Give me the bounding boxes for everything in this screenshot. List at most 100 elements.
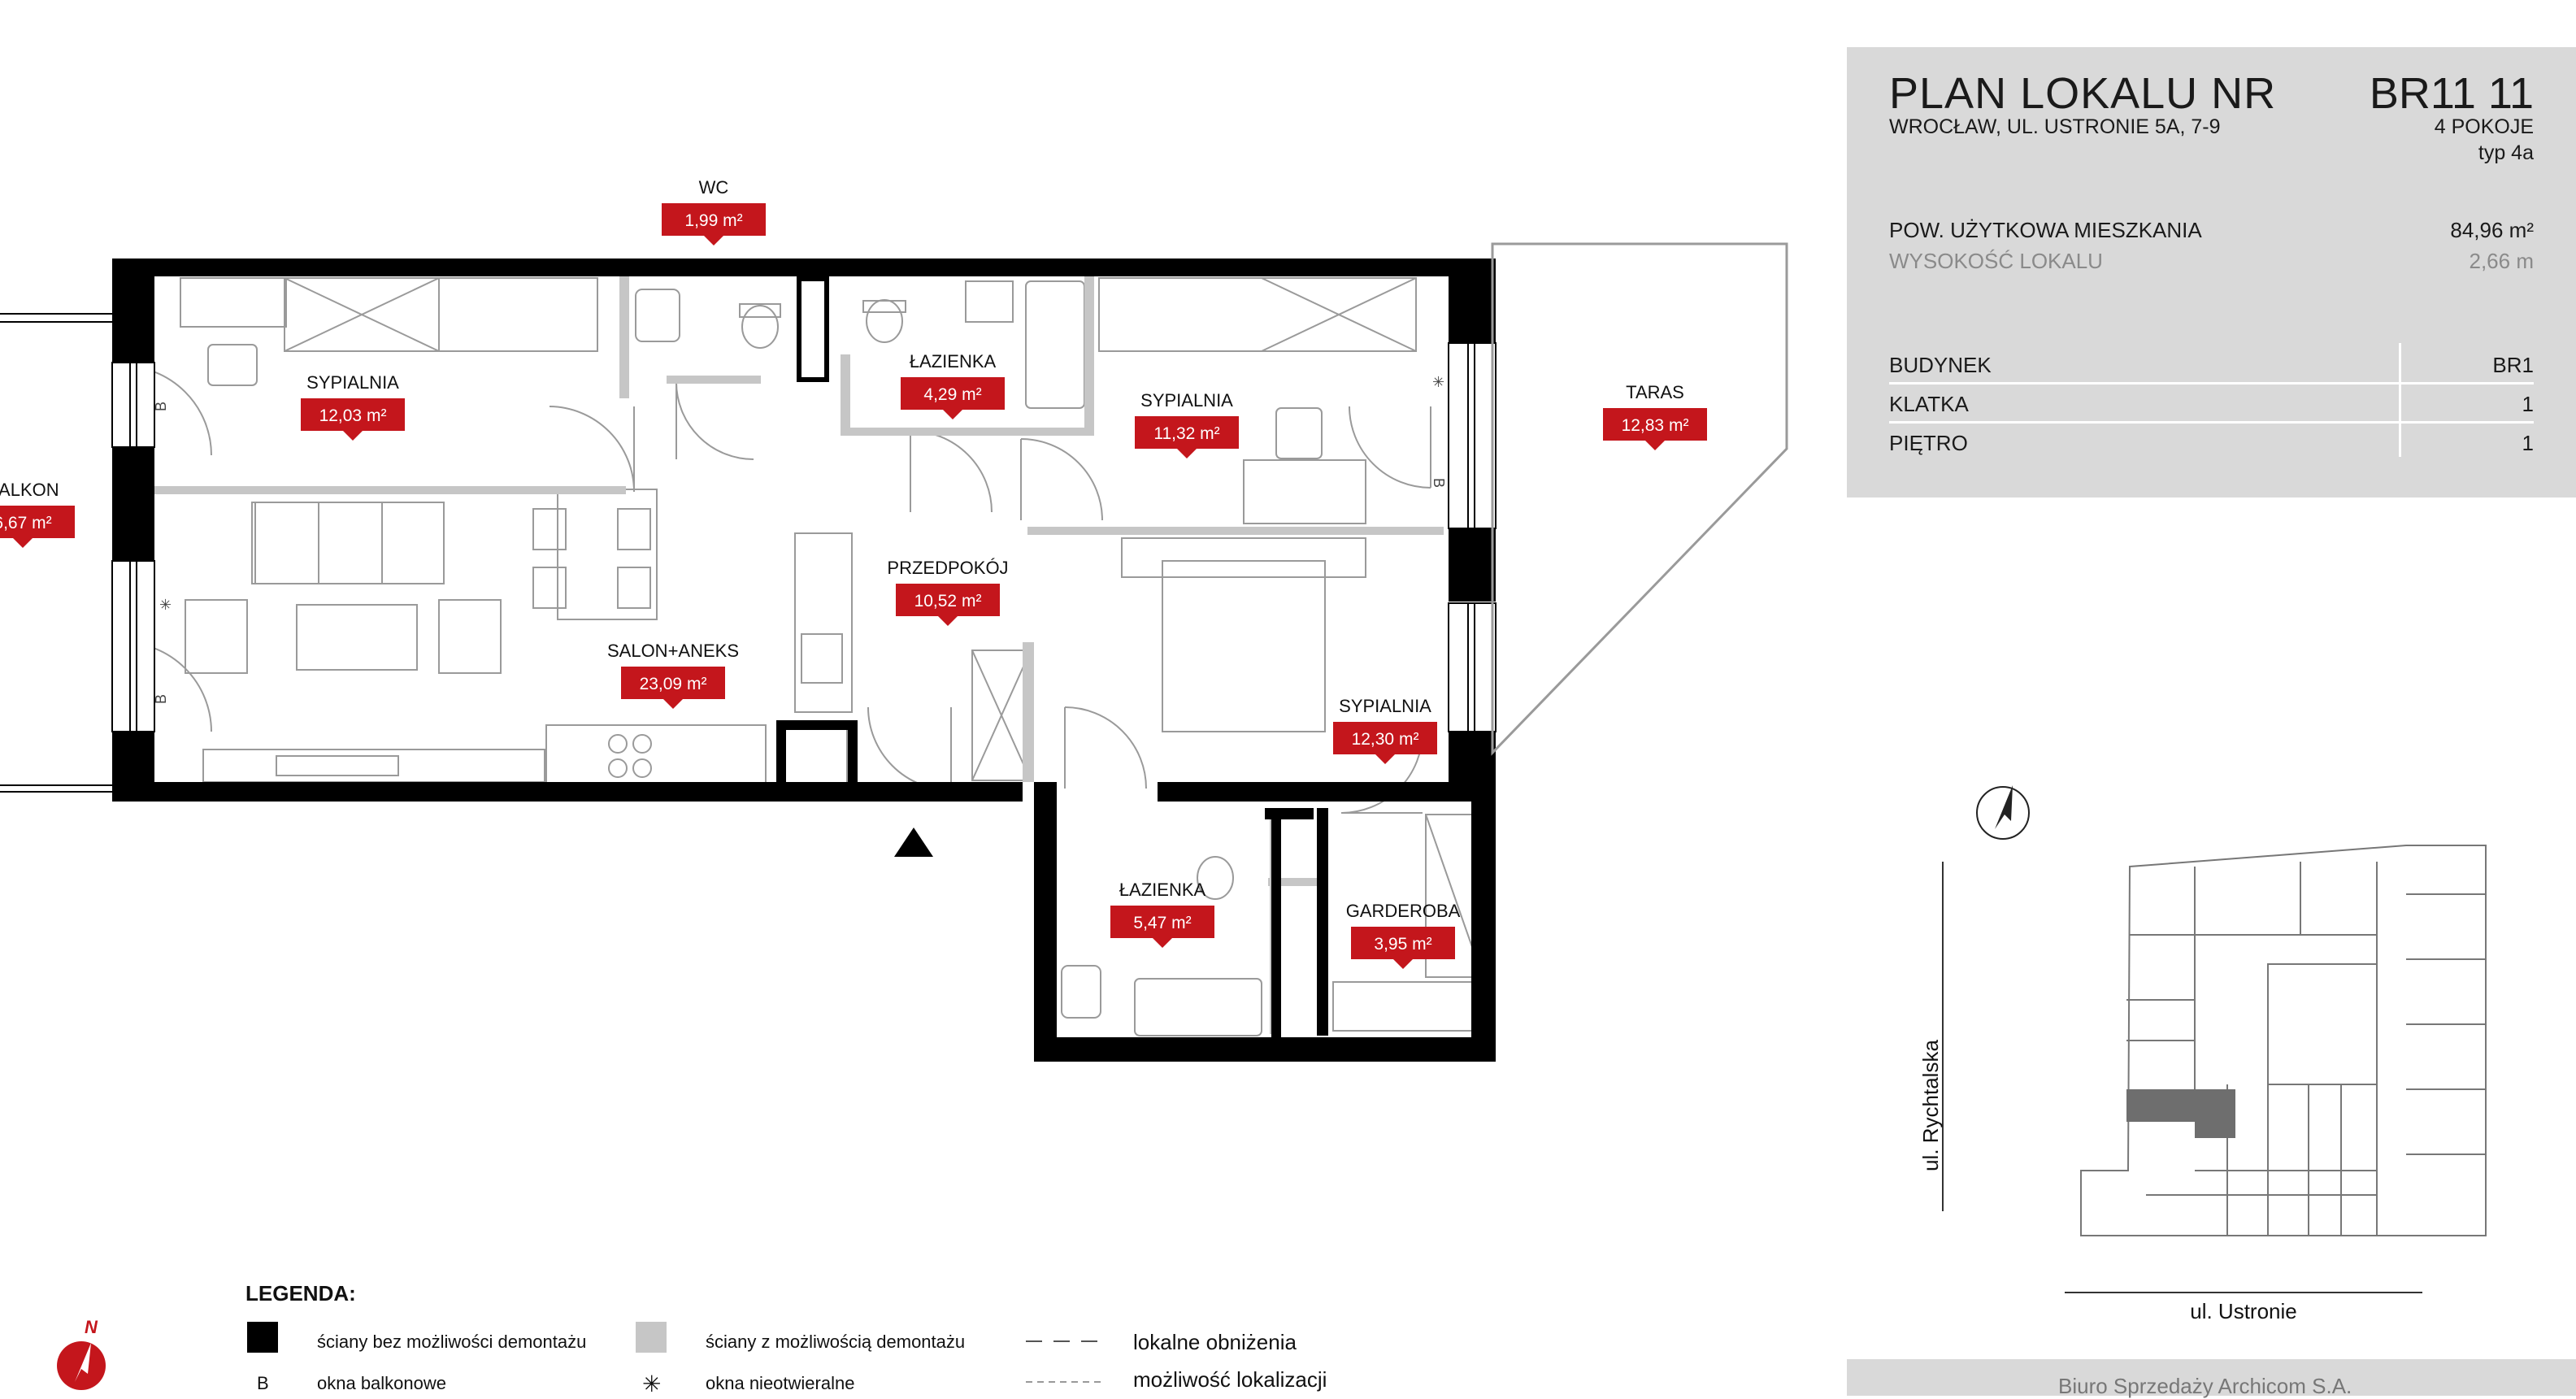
window-markers: B B B ✳ ✳ [153, 374, 1447, 704]
legend-item-text: ściany z możliwością demontażu [706, 1332, 965, 1352]
room-name: PRZEDPOKÓJ [887, 558, 1008, 578]
legend-title: LEGENDA: [245, 1281, 356, 1306]
svg-text:✳: ✳ [1432, 374, 1444, 390]
room-name: WC [699, 177, 729, 198]
room-label: BALKON 6,67 m² [0, 480, 75, 548]
area-badge-pointer [1153, 938, 1172, 948]
legend-item-text: okna nieotwieralne [706, 1373, 854, 1393]
room-area: 12,03 m² [319, 406, 387, 425]
room-label: WC 1,99 m² [662, 177, 766, 245]
room-name: SYPIALNIA [306, 372, 399, 393]
rooms-count: 4 POKOJE [2434, 115, 2534, 138]
unit-type: typ 4a [2478, 141, 2534, 164]
room-area: 4,29 m² [923, 385, 981, 404]
plan-title: PLAN LOKALU NR [1889, 69, 2277, 118]
divider [1889, 421, 2534, 424]
room-label: SALON+ANEKS 23,09 m² [607, 641, 739, 709]
windows [111, 342, 1497, 732]
stat-value: 2,66 m [2469, 249, 2535, 273]
room-label: PRZEDPOKÓJ 10,52 m² [887, 558, 1009, 626]
entrance-marker-icon [894, 828, 933, 857]
legend-item-text: lokalne obniżenia [1133, 1330, 1297, 1354]
svg-text:B: B [153, 402, 169, 411]
compass-red-icon: N [57, 1317, 106, 1390]
room-area: 6,67 m² [0, 514, 52, 532]
stat-label: WYSOKOŚĆ LOKALU [1889, 249, 2103, 273]
room-area: 12,30 m² [1352, 730, 1419, 749]
building-value: BR1 [2492, 353, 2534, 377]
area-badge [662, 203, 766, 236]
area-badge [1333, 722, 1437, 754]
room-label: SYPIALNIA 12,03 m² [301, 372, 405, 441]
compass-letter: N [85, 1317, 98, 1337]
area-badge-pointer [938, 616, 958, 626]
room-name: BALKON [0, 480, 59, 500]
divider [1889, 382, 2534, 385]
building-label: KLATKA [1889, 392, 1969, 416]
stat-label: POW. UŻYTKOWA MIESZKANIA [1889, 218, 2202, 242]
room-name: TARAS [1626, 382, 1684, 402]
building-value: 1 [2522, 431, 2534, 455]
area-badge-pointer [1177, 449, 1197, 458]
legend: LEGENDA: ściany bez możliwości demontażu… [245, 1281, 1327, 1396]
legend-symbol: ✳ [642, 1371, 661, 1396]
area-badge-pointer [943, 410, 962, 419]
room-name: SYPIALNIA [1140, 390, 1233, 411]
area-badge [896, 584, 1000, 616]
room-label: ŁAZIENKA 5,47 m² [1110, 880, 1214, 948]
taras-outline [1491, 242, 1788, 756]
room-area: 1,99 m² [684, 211, 742, 230]
area-badge-pointer [1375, 754, 1395, 764]
svg-text:B: B [1431, 478, 1447, 488]
footer-text: Biuro Sprzedaży Archicom S.A. [2058, 1374, 2352, 1398]
info-panel: PLAN LOKALU NR BR11 11 WROCŁAW, UL. USTR… [1847, 47, 2576, 497]
legend-symbol: B [257, 1373, 269, 1393]
area-badge [301, 398, 405, 431]
address: WROCŁAW, UL. USTRONIE 5A, 7-9 [1889, 115, 2221, 138]
street-horizontal: ul. Ustronie [2190, 1299, 2297, 1323]
area-badge-pointer [1393, 959, 1413, 969]
area-badge [1110, 906, 1214, 938]
room-label: GARDEROBA 3,95 m² [1346, 901, 1461, 969]
building-label: BUDYNEK [1889, 353, 1992, 377]
column-void [801, 281, 824, 377]
room-area: 5,47 m² [1133, 914, 1191, 932]
area-badge-pointer [704, 236, 723, 245]
building-label: PIĘTRO [1889, 431, 1968, 455]
area-badge-pointer [1645, 441, 1665, 450]
stat-value: 84,96 m² [2450, 218, 2534, 242]
area-badge [0, 506, 75, 538]
room-name: ŁAZIENKA [1119, 880, 1206, 900]
svg-text:B: B [153, 694, 169, 704]
area-badge-pointer [343, 431, 363, 441]
svg-text:✳: ✳ [159, 597, 172, 613]
legend-gray-wall-swatch [636, 1322, 667, 1353]
room-name: SALON+ANEKS [607, 641, 739, 661]
building-value: 1 [2522, 392, 2534, 416]
street-vertical: ul. Rychtalska [1918, 1040, 1943, 1171]
legend-black-wall-swatch [247, 1322, 278, 1353]
area-badge [1603, 408, 1707, 441]
room-area: 12,83 m² [1622, 416, 1689, 435]
unit-code: BR11 11 [2369, 69, 2534, 118]
highlighted-unit [2126, 1089, 2235, 1138]
room-name: SYPIALNIA [1339, 696, 1431, 716]
room-name: GARDEROBA [1346, 901, 1461, 921]
balkon-outline [0, 313, 112, 793]
column-divider [2399, 343, 2401, 457]
room-area: 10,52 m² [914, 592, 982, 610]
legend-item-text: możliwość lokalizacji [1133, 1367, 1327, 1392]
area-badge-pointer [663, 699, 683, 709]
room-label: SYPIALNIA 12,30 m² [1333, 696, 1437, 764]
site-map: ul. Rychtalska ul. Ustronie [1918, 785, 2487, 1323]
legend-item-text: ściany bez możliwości demontażu [317, 1332, 586, 1352]
area-badge [901, 377, 1005, 410]
room-area: 23,09 m² [640, 675, 707, 693]
room-area: 3,95 m² [1374, 935, 1431, 954]
area-badge-pointer [13, 538, 33, 548]
area-badge [1135, 416, 1239, 449]
